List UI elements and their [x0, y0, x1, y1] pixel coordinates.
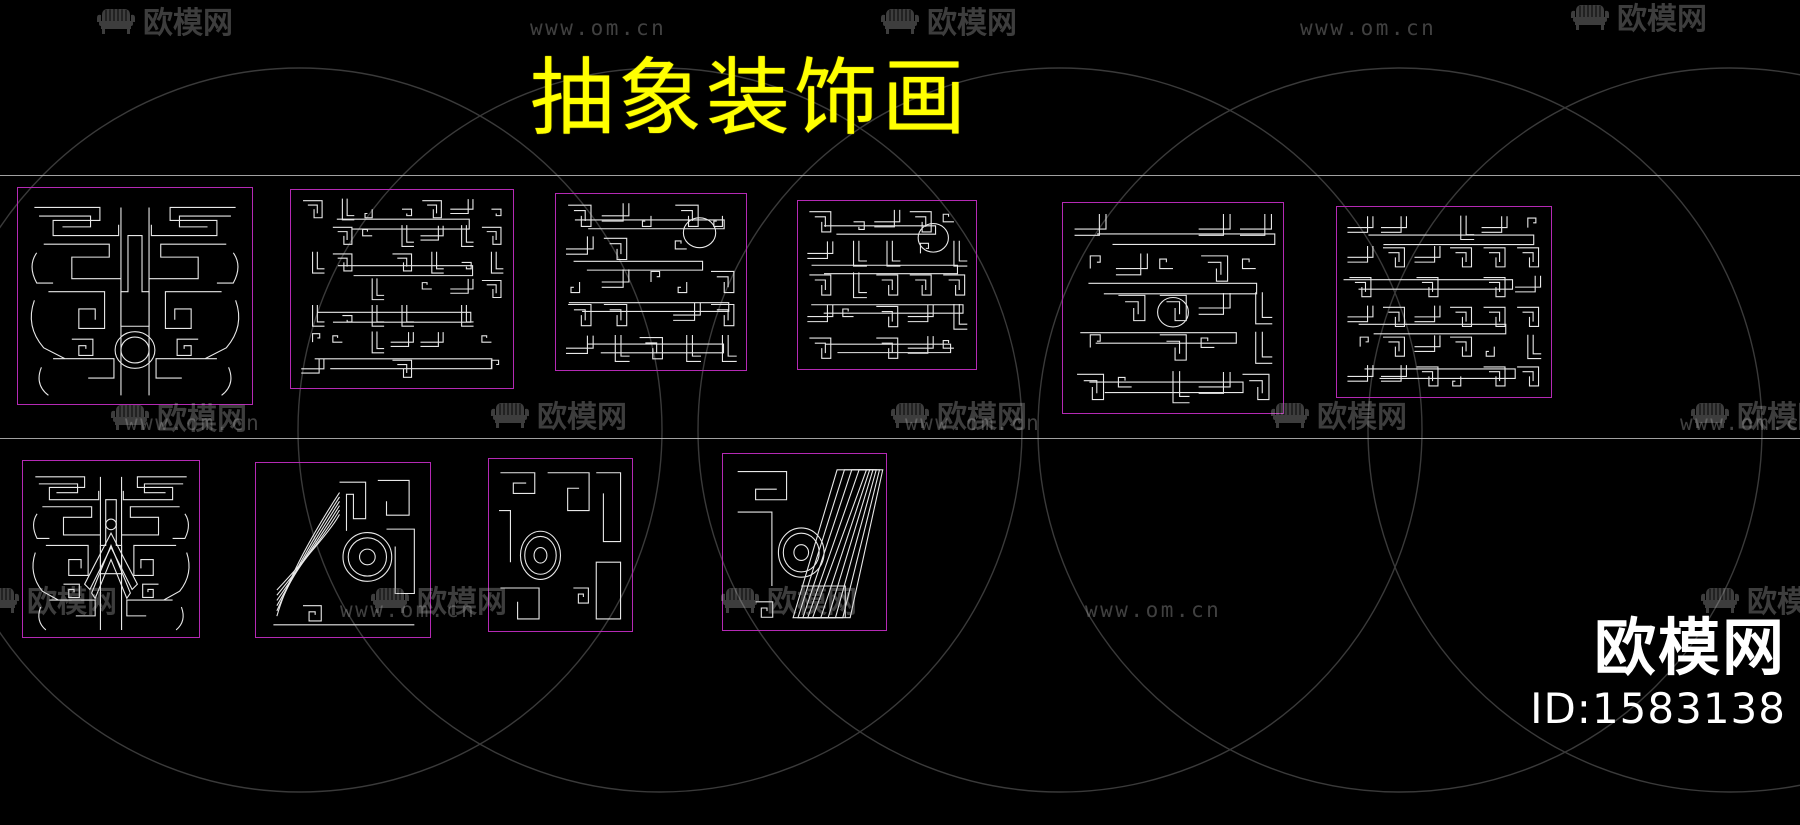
watermark-logo: 欧模网 — [490, 400, 627, 435]
watermark-brand-text: 欧模网 — [1317, 399, 1407, 435]
divider-rule-middle — [0, 438, 1800, 439]
watermark-logo: 欧模网 — [1270, 400, 1407, 435]
sofa-icon — [1691, 403, 1729, 428]
sofa-icon — [111, 405, 149, 430]
brand-name: 欧模网 — [1593, 611, 1786, 684]
sofa-icon — [1690, 400, 1730, 435]
watermark-brand-text: 欧模网 — [143, 5, 233, 41]
sofa-icon — [490, 400, 530, 435]
decorative-panel-1[interactable] — [17, 187, 253, 405]
sofa-icon — [1570, 2, 1610, 37]
sofa-icon — [96, 6, 136, 41]
decorative-panel-4[interactable] — [797, 200, 977, 370]
abstract-motif-5-artwork — [1063, 203, 1283, 413]
abstract-motif-10-artwork — [723, 454, 886, 630]
watermark-logo: 欧模网 — [1570, 2, 1707, 37]
sofa-icon — [0, 588, 19, 613]
sofa-icon — [110, 402, 150, 437]
watermark-logo: 欧模网 — [96, 6, 233, 41]
sofa-icon — [881, 9, 919, 34]
watermark-logo: 欧模网 — [1690, 400, 1800, 435]
watermark-brand-text: 欧模网 — [927, 5, 1017, 41]
sofa-icon — [891, 403, 929, 428]
decorative-panel-10[interactable] — [722, 453, 887, 631]
decorative-panel-2[interactable] — [290, 189, 514, 389]
abstract-motif-1-artwork — [18, 188, 252, 404]
abstract-motif-7-artwork — [23, 461, 199, 637]
brand-block: 欧模网 ID:1583138 — [1530, 615, 1786, 733]
watermark-brand-text: 欧模网 — [937, 399, 1027, 435]
abstract-motif-6-artwork — [1337, 207, 1551, 397]
abstract-motif-9-artwork — [489, 459, 632, 631]
watermark-url: www.om.cn — [1300, 16, 1437, 40]
watermark-brand-text: 欧模网 — [537, 399, 627, 435]
watermark-logo: 欧模网 — [890, 400, 1027, 435]
abstract-motif-8-artwork — [256, 463, 430, 637]
watermark-url: www.om.cn — [1680, 411, 1800, 435]
watermark-url: www.om.cn — [125, 411, 262, 435]
sofa-icon — [0, 585, 20, 620]
sofa-icon — [1571, 5, 1609, 30]
page-title: 抽象装饰画 — [530, 49, 971, 147]
sofa-icon — [890, 400, 930, 435]
watermark-logo: 欧模网 — [110, 402, 247, 437]
decorative-panel-8[interactable] — [255, 462, 431, 638]
watermark-brand-text: 欧模网 — [1737, 399, 1800, 435]
watermark-url: www.om.cn — [530, 16, 667, 40]
abstract-motif-3-artwork — [556, 194, 746, 370]
decorative-panel-6[interactable] — [1336, 206, 1552, 398]
decorative-panel-3[interactable] — [555, 193, 747, 371]
decorative-panel-7[interactable] — [22, 460, 200, 638]
divider-rule-top — [0, 175, 1800, 176]
abstract-motif-4-artwork — [798, 201, 976, 369]
watermark-logo: 欧模网 — [880, 6, 1017, 41]
decorative-panel-9[interactable] — [488, 458, 633, 632]
sofa-icon — [880, 6, 920, 41]
decorative-panel-5[interactable] — [1062, 202, 1284, 414]
watermark-brand-text: 欧模网 — [1617, 1, 1707, 37]
model-id-label: ID:1583138 — [1530, 684, 1786, 733]
watermark-brand-text: 欧模网 — [157, 401, 247, 437]
watermark-url: www.om.cn — [905, 411, 1042, 435]
sofa-icon — [97, 9, 135, 34]
watermark-url: www.om.cn — [1085, 598, 1222, 622]
sofa-icon — [491, 403, 529, 428]
abstract-motif-2-artwork — [291, 190, 513, 388]
